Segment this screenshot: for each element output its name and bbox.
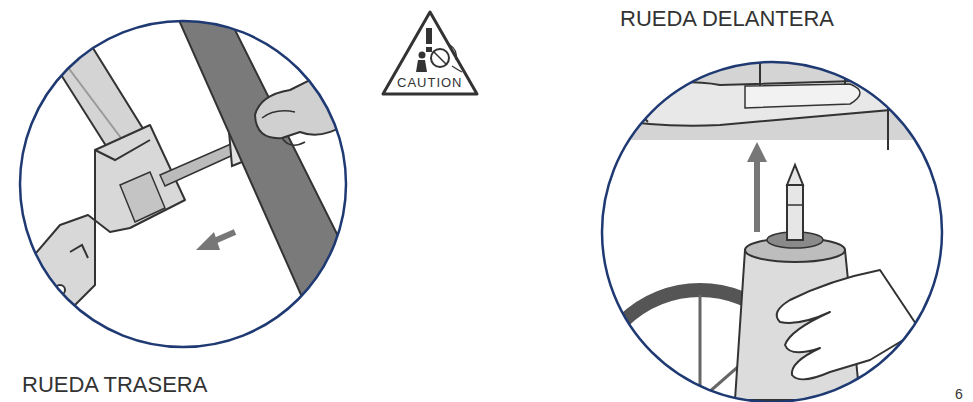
page-number: 6	[955, 387, 963, 401]
part-label: RUEDA TRASERA	[22, 374, 207, 396]
rear-wheel-detail	[20, 0, 370, 360]
part-label: RUEDA DELANTERA	[620, 8, 834, 30]
caution-text: CAUTION	[397, 76, 463, 89]
caution-icon	[383, 12, 477, 94]
front-wheel-detail	[590, 60, 950, 402]
